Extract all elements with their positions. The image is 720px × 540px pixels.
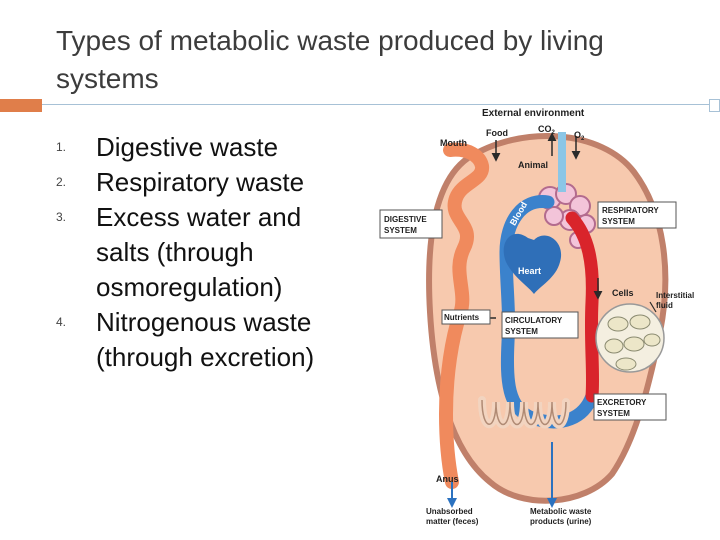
list-item-text: Nitrogenous waste (through excretion) [96,307,315,372]
digestive-tract [438,142,489,489]
unabsorbed-label-1: Unabsorbed [426,507,473,516]
list-item: 1. Digestive waste [56,130,356,165]
o2-subscript: 2 [581,136,585,142]
interstitial-fluid-label-2: fluid [656,301,673,310]
anus-label: Anus [436,474,459,484]
external-environment-label: External environment [482,108,585,119]
circulatory-system-box: CIRCULATORY SYSTEM [501,311,579,339]
respiratory-system-label-2: SYSTEM [602,217,635,226]
metabolic-waste-label-2: products (urine) [530,517,592,526]
list-item-text: Digestive waste [96,132,279,162]
nutrients-label: Nutrients [444,313,480,322]
list-item-text: Respiratory waste [96,167,305,197]
circulatory-system-label-2: SYSTEM [505,327,538,336]
heart [503,233,562,294]
list-number: 1. [56,140,67,154]
unabsorbed-label-2: matter (feces) [426,517,479,526]
slide-title: Types of metabolic waste produced by liv… [56,25,604,94]
artery-loop [565,211,600,403]
list-number: 4. [56,315,67,329]
excretory-system-label-1: EXCRETORY [597,398,647,407]
respiratory-system-label-1: RESPIRATORY [602,206,659,215]
list-item-text: Excess water and salts (through osmoregu… [96,202,302,302]
metabolic-waste-label-1: Metabolic waste [530,507,592,516]
food-label: Food [486,128,508,138]
waste-type-list: 1. Digestive waste 2. Respiratory waste 3.… [56,130,356,375]
co2-label: CO2 [538,124,556,136]
list-item: 4. Nitrogenous waste (through excretion) [56,305,356,375]
list-number: 3. [56,210,67,224]
title-rule [42,104,720,105]
list-number: 2. [56,175,67,189]
circulatory-system-label-1: CIRCULATORY [505,316,563,325]
co2-subscript: 2 [552,130,556,136]
cells-label: Cells [612,288,634,298]
co2-text: CO [538,124,552,134]
metabolic-systems-diagram: External environment Food CO2 O2 Mouth A… [379,108,694,526]
list-item: 2. Respiratory waste [56,165,356,200]
digestive-system-label-2: SYSTEM [384,226,417,235]
title-rule-accent [0,99,42,112]
animal-label: Animal [518,160,548,170]
cells-cluster [595,303,665,373]
interstitial-fluid-label-1: Interstitial [656,291,694,300]
o2-text: O [574,130,581,140]
o2-label: O2 [574,130,585,142]
nutrients-box: Nutrients [441,309,491,325]
digestive-system-box: DIGESTIVE SYSTEM [379,209,443,239]
mouth-label: Mouth [440,138,467,148]
excretory-system-box: EXCRETORY SYSTEM [593,393,667,421]
respiratory-system-box: RESPIRATORY SYSTEM [597,201,677,229]
digestive-system-label-1: DIGESTIVE [384,215,427,224]
list-item: 3. Excess water and salts (through osmore… [56,200,356,305]
excretory-system-label-2: SYSTEM [597,409,630,418]
heart-label: Heart [518,266,541,276]
